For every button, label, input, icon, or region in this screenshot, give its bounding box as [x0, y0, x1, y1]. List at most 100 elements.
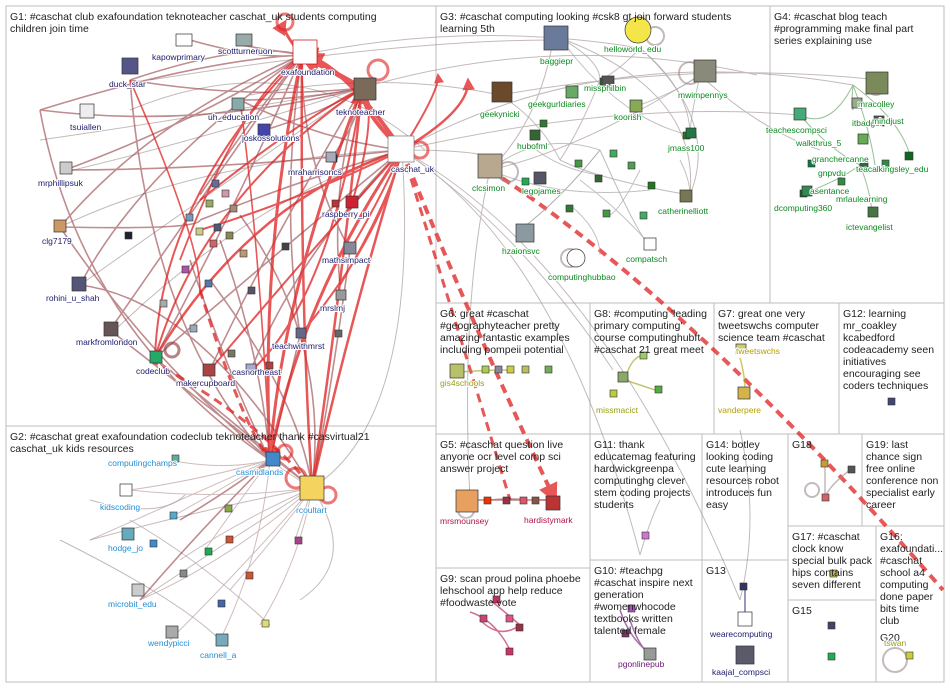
node-label-itbadger: itbadger — [852, 118, 883, 128]
edge — [179, 459, 271, 521]
node — [609, 389, 618, 398]
edge — [239, 99, 271, 461]
self-loop — [163, 341, 181, 359]
edge — [154, 53, 304, 359]
edge — [569, 204, 601, 256]
node — [639, 211, 648, 220]
minor-nodes — [124, 77, 914, 661]
group-title-g3: learning 5th — [440, 23, 495, 35]
node-label-mrslmj: mrslmj — [320, 303, 345, 313]
edge — [249, 86, 366, 373]
node — [281, 242, 290, 251]
node — [621, 629, 630, 638]
node-label-makercupboard: makercupboard — [176, 378, 235, 388]
edge — [129, 79, 363, 94]
node — [492, 595, 501, 604]
group-title-g14: looking coding — [706, 451, 773, 463]
node-label-mwimpennys: mwimpennys — [678, 90, 728, 100]
node-label-teachescompsci: teachescompsci — [766, 125, 827, 135]
node-label-teacalkingsley: teacalkingsley_edu — [856, 164, 929, 174]
edge — [174, 459, 271, 516]
edge — [799, 84, 854, 120]
node — [179, 569, 188, 578]
node-label-hodge-jo: hodge_jo — [108, 543, 143, 553]
node-label-ictevangelist: ictevangelist — [846, 222, 893, 232]
node — [827, 621, 836, 630]
node-avatar-kidscoding — [119, 483, 133, 497]
edge — [469, 611, 511, 651]
node-label-joskossolutions: joskossolutions — [241, 133, 300, 143]
node-label-casmidlands: casmidlands — [236, 467, 283, 477]
node-avatar-uh-education — [231, 97, 245, 111]
edge — [154, 86, 364, 359]
node-avatar-hzaionsvc — [515, 223, 535, 243]
node — [519, 496, 528, 505]
edge — [239, 214, 316, 489]
edges-grey — [39, 35, 881, 641]
node — [594, 174, 603, 183]
edge — [519, 149, 601, 231]
edge — [400, 149, 558, 504]
edge — [609, 169, 641, 216]
group-title-g19: G19: last — [866, 439, 908, 451]
node — [627, 604, 636, 613]
group-title-g16: done paper — [880, 591, 934, 603]
node-label-mracolley: mracolley — [858, 99, 895, 109]
node-avatar-ictevangelist — [867, 206, 879, 218]
node — [169, 511, 178, 520]
node-label-tswan: tswan — [884, 638, 906, 648]
group-title-g11: educatemag featuring — [594, 451, 696, 463]
edge — [261, 54, 304, 463]
edge — [129, 79, 271, 461]
node-label-compatsch: compatsch — [626, 254, 667, 264]
node — [221, 189, 230, 198]
node — [217, 599, 226, 608]
node-avatar-microbit-edu — [131, 583, 145, 597]
node — [245, 571, 254, 580]
node-avatar-kapowprimary — [175, 33, 193, 47]
edge — [400, 149, 512, 501]
edge — [129, 519, 271, 626]
node-avatar-itbadger — [851, 97, 863, 109]
node — [204, 547, 213, 556]
edge — [639, 499, 661, 556]
group-title-g20: G20 — [880, 632, 900, 644]
node-avatar-scottturneruon — [235, 33, 253, 47]
group-title-g12: mr_coakley — [843, 320, 897, 332]
group-title-g12: codeacademy seen — [843, 344, 934, 356]
node — [294, 536, 303, 545]
edge — [639, 47, 691, 136]
node — [905, 651, 914, 660]
self-loop — [882, 647, 908, 673]
node — [229, 204, 238, 213]
node-label-rohini-u-shah: rohini_u_shah — [46, 293, 100, 303]
group-title-g19: career — [866, 499, 896, 511]
panel-g15 — [787, 599, 877, 683]
node-avatar-wearecomputing — [737, 611, 753, 627]
node-label-raspberry-pi: raspberry_pi — [322, 209, 369, 219]
group-title-g14: cute learning — [706, 463, 766, 475]
node-label-missmacict: missmacict — [596, 405, 639, 415]
node-label-hardistymark: hardistymark — [524, 515, 573, 525]
edge — [529, 144, 601, 176]
node-label-kidscoding: kidscoding — [100, 502, 140, 512]
node-label-dcomputing360: dcomputing360 — [774, 203, 832, 213]
node-label-cannell-a: cannell_a — [200, 650, 237, 660]
edge — [59, 539, 221, 641]
group-title-g18: G18 — [792, 439, 812, 451]
node-label-legojames: legojames — [522, 186, 561, 196]
group-titles: G1: #caschat club exafoundation teknotea… — [10, 11, 943, 644]
node-label-catherinelliott: catherinelliott — [658, 206, 709, 216]
group-title-g11: students — [594, 499, 634, 511]
edge — [199, 54, 303, 196]
edge — [169, 487, 313, 641]
group-title-g19: chance sign — [866, 451, 922, 463]
node-label-mindjust: mindjust — [872, 116, 904, 126]
edge — [639, 47, 699, 196]
node — [602, 209, 611, 218]
group-title-g9: lehschool app help reduce — [440, 585, 563, 597]
node — [807, 159, 816, 168]
edge — [179, 459, 271, 467]
node — [479, 614, 488, 623]
